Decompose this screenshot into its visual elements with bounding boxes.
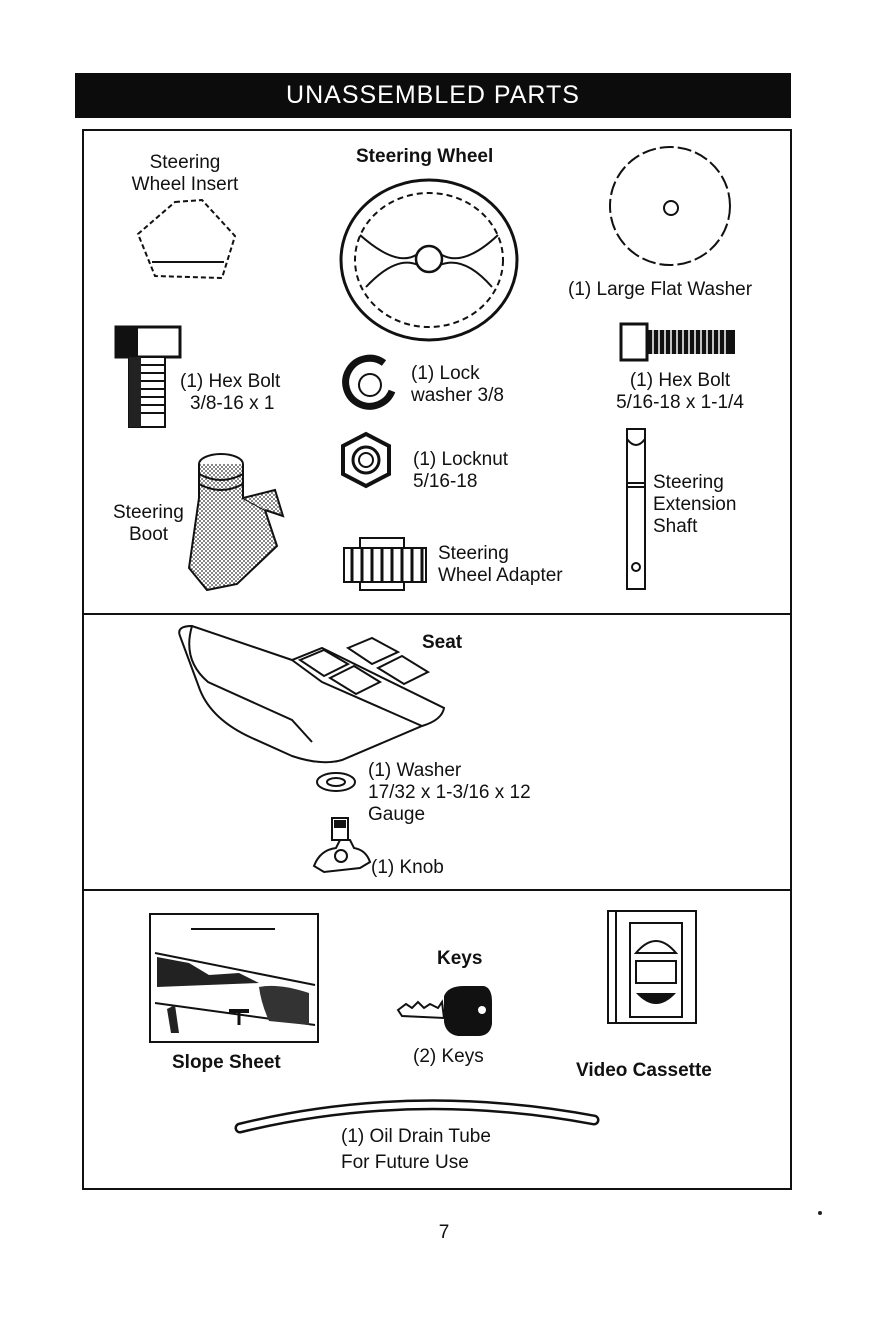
hex-bolt-small-illustration [114,325,182,428]
steering-wheel-insert-illustration [136,198,237,280]
slope-sheet-label: Slope Sheet [172,1052,281,1073]
washer-illustration [316,772,356,792]
knob-illustration [312,817,372,874]
steering-extension-shaft-illustration [626,428,646,590]
lock-washer-illustration [342,354,396,410]
large-flat-washer-illustration [609,146,731,266]
locknut-illustration [341,431,391,489]
seat-label: Seat [422,632,463,653]
large-flat-washer-label: (1) Large Flat Washer [568,279,753,300]
slope-sheet-illustration [149,913,319,1043]
steering-boot-illustration [187,453,285,592]
washer-label: (1) Washer 17/32 x 1-3/16 x 12 Gauge [368,760,531,825]
knob-label: (1) Knob [371,857,444,878]
hex-bolt-large-illustration [619,322,735,362]
video-cassette-label: Video Cassette [576,1060,712,1081]
keys-illustration [396,986,492,1036]
steering-extension-shaft-label: Steering Extension Shaft [653,472,737,537]
video-cassette-illustration [607,910,697,1024]
hex-bolt-small-label: (1) Hex Bolt 3/8-16 x 1 [180,371,281,414]
lock-washer-label: (1) Lock washer 3/8 [411,363,504,406]
keys-title: Keys [437,948,483,969]
steering-boot-label: Steering Boot [113,502,184,545]
oil-drain-tube-label: (1) Oil Drain Tube For Future Use [341,1126,491,1173]
steering-wheel-adapter-illustration [343,537,427,591]
page-title: UNASSEMBLED PARTS [75,73,791,118]
steering-wheel-label: Steering Wheel [356,146,494,167]
panel-misc-parts [82,889,792,1190]
locknut-label: (1) Locknut 5/16-18 [413,449,509,492]
keys-quantity-label: (2) Keys [413,1046,484,1067]
steering-wheel-illustration [339,178,519,342]
page-number: 7 [438,1222,450,1243]
hex-bolt-large-label: (1) Hex Bolt 5/16-18 x 1-1/4 [616,370,744,413]
steering-wheel-adapter-label: Steering Wheel Adapter [438,543,563,586]
stray-mark [818,1211,822,1215]
steering-wheel-insert-label: Steering Wheel Insert [131,152,239,195]
oil-drain-tube-illustration [234,1099,600,1134]
seat-illustration [178,624,446,764]
